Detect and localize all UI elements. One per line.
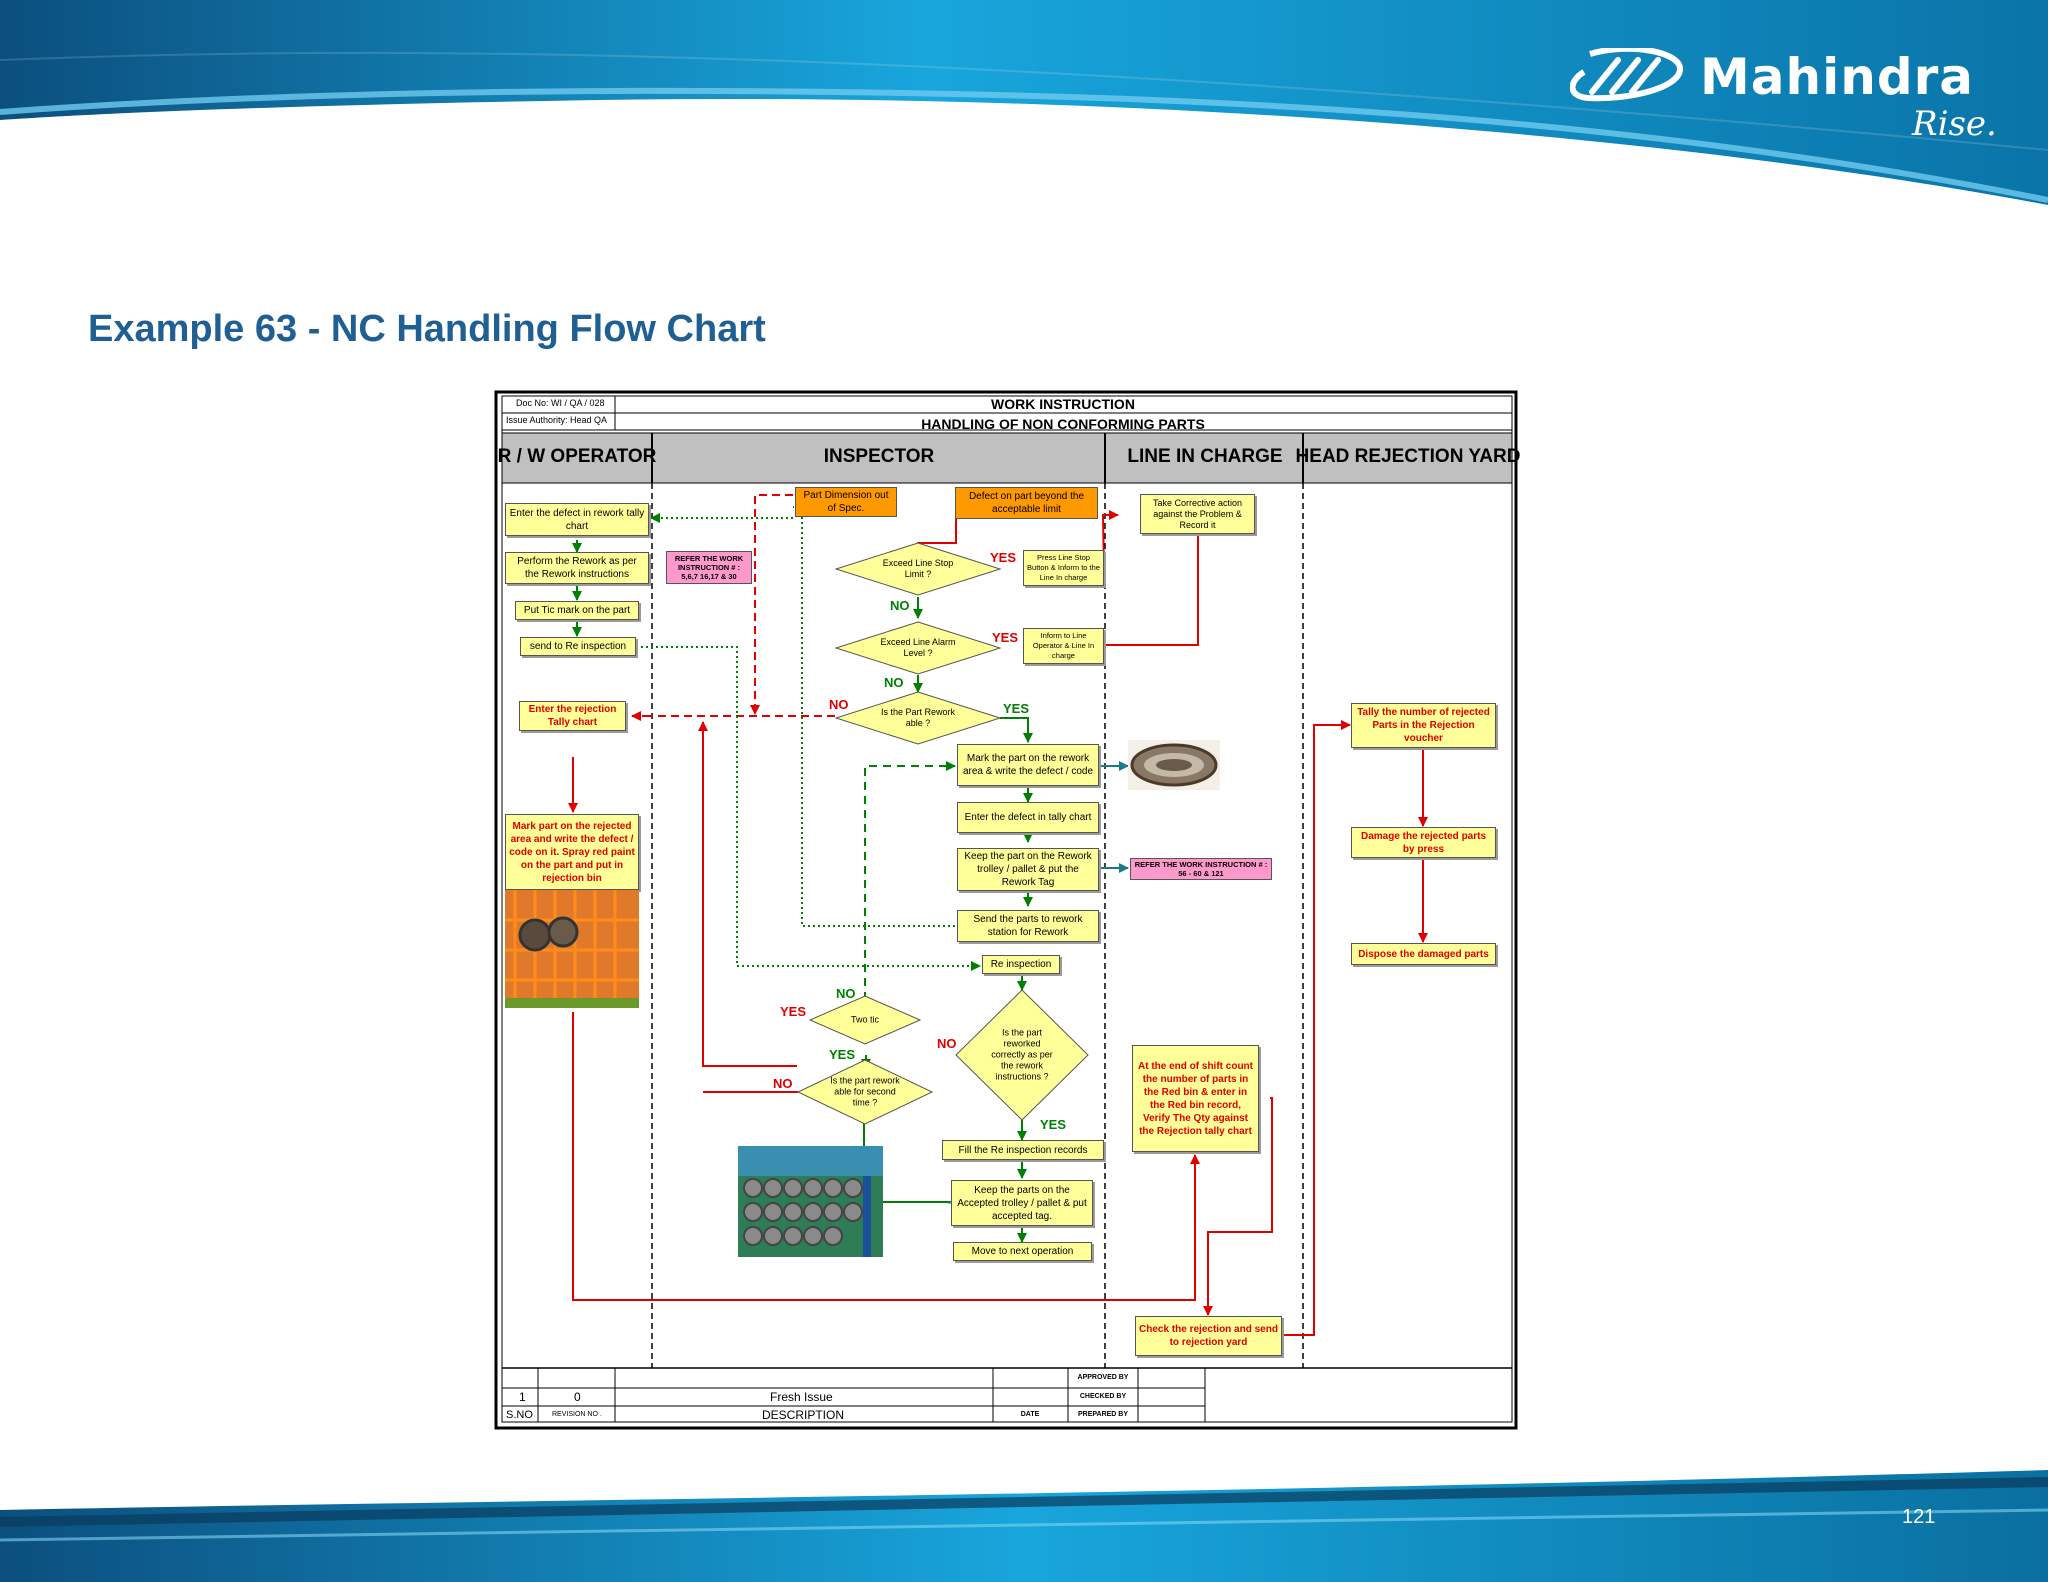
revision-sno: 1 (519, 1390, 526, 1404)
box-mark-rejected: Mark part on the rejected area and write… (505, 814, 639, 890)
lane-line-in-charge: LINE IN CHARGE (1127, 446, 1283, 467)
box-perform-rework: Perform the Rework as per the Rework ins… (505, 552, 649, 584)
label-no-rework-able: NO (829, 697, 849, 712)
accepted-trolley-photo (738, 1146, 883, 1257)
doc-number: Doc No: WI / QA / 028 (516, 398, 605, 408)
lane-head-rejection-yard: HEAD REJECTION YARD (1295, 446, 1521, 467)
header-date: DATE (1020, 1411, 1040, 1418)
label-no-second-time: NO (773, 1076, 793, 1091)
revision-description: Fresh Issue (770, 1390, 833, 1404)
header-revision: REVISION NO . (552, 1411, 602, 1418)
box-dispose: Dispose the damaged parts (1351, 943, 1496, 965)
prepared-by: PREPARED BY (1077, 1411, 1129, 1418)
decision-line-alarm (834, 621, 1002, 675)
box-take-action: Take Corrective action against the Probl… (1140, 494, 1255, 534)
decision-reworked-correctly (955, 989, 1089, 1121)
box-defect-beyond: Defect on part beyond the acceptable lim… (955, 487, 1098, 519)
header-sno: S.NO (506, 1409, 533, 1421)
box-move-next: Move to next operation (953, 1242, 1092, 1261)
page-number: 121 (1902, 1506, 1936, 1528)
checked-by: CHECKED BY (1079, 1393, 1127, 1400)
box-re-inspection: Re inspection (982, 955, 1060, 974)
box-check-rejection: Check the rejection and send to rejectio… (1135, 1316, 1282, 1356)
box-put-tic: Put Tic mark on the part (515, 601, 639, 620)
header-banner (0, 0, 2048, 205)
rejection-bin-photo (505, 890, 639, 1008)
mahindra-logo-icon (1570, 48, 1683, 102)
header-description: DESCRIPTION (762, 1408, 845, 1422)
decision-second-time (796, 1059, 934, 1125)
issue-authority: Issue Authority: Head QA (506, 415, 608, 425)
document-subtitle: HANDLING OF NON CONFORMING PARTS (921, 416, 1205, 432)
lane-inspector: INSPECTOR (823, 446, 935, 467)
reference-box-1: REFER THE WORK INSTRUCTION # : 5,6,7 16,… (666, 551, 752, 584)
decision-line-stop-text: Exceed Line Stop Limit ? (882, 558, 954, 579)
box-fill-records: Fill the Re inspection records (942, 1140, 1104, 1160)
decision-two-tic-text: Two tic (850, 1014, 879, 1025)
lane-rw-operator: R / W OPERATOR (497, 446, 657, 467)
label-yes-line-alarm: YES (992, 630, 1019, 645)
label-no-two-tic: NO (836, 986, 856, 1001)
box-enter-tally: Enter the defect in tally chart (957, 802, 1099, 833)
decision-reworked-correctly-text: Is the part reworked correctly as per th… (991, 1027, 1053, 1082)
box-press-stop: Press Line Stop Button & Inform to the L… (1023, 550, 1104, 586)
label-yes-second-time: YES (829, 1047, 856, 1062)
decision-line-stop (834, 542, 1002, 596)
box-tally-number: Tally the number of rejected Parts in th… (1351, 703, 1496, 748)
label-no-line-alarm: NO (884, 675, 904, 690)
brand-name: Mahindra (1700, 48, 1975, 106)
box-keep-accepted: Keep the parts on the Accepted trolley /… (951, 1180, 1093, 1226)
box-inform-line: Inform to Line Operator & Line In charge (1023, 628, 1104, 664)
footer-banner (0, 1470, 2048, 1582)
label-yes-rework-able: YES (1003, 701, 1030, 716)
box-send-rework-station: Send the parts to rework station for Rew… (957, 910, 1099, 942)
decision-line-alarm-text: Exceed Line Alarm Level ? (880, 637, 956, 658)
label-yes-line-stop: YES (990, 550, 1017, 565)
reference-box-2: REFER THE WORK INSTRUCTION # : 56 - 60 &… (1130, 858, 1272, 880)
box-send-reinspection: send to Re inspection (520, 637, 636, 656)
brand-tagline: Rise. (1912, 104, 1997, 144)
box-end-of-shift: At the end of shift count the number of … (1132, 1045, 1259, 1152)
label-yes-two-tic: YES (780, 1004, 807, 1019)
label-yes-reworked: YES (1040, 1117, 1067, 1132)
box-enter-defect: Enter the defect in rework tally chart (505, 503, 649, 536)
box-damage-parts: Damage the rejected parts by press (1351, 827, 1496, 858)
document-title: WORK INSTRUCTION (991, 396, 1135, 412)
label-no-reworked: NO (937, 1036, 957, 1051)
decision-second-time-text: Is the part rework able for second time … (830, 1075, 900, 1108)
approved-by: APPROVED BY (1077, 1374, 1129, 1381)
decision-two-tic (808, 995, 922, 1045)
box-part-dimension: Part Dimension out of Spec. (795, 487, 897, 517)
decision-rework-able (834, 691, 1002, 745)
rework-part-photo (1128, 740, 1220, 790)
revision-number: 0 (574, 1390, 581, 1404)
box-mark-rework: Mark the part on the rework area & write… (957, 744, 1099, 786)
page-title: Example 63 - NC Handling Flow Chart (88, 308, 766, 350)
label-no-line-stop: NO (890, 598, 910, 613)
decision-rework-able-text: Is the Part Rework able ? (880, 707, 956, 728)
box-enter-rejection: Enter the rejection Tally chart (519, 701, 626, 731)
box-keep-rework: Keep the part on the Rework trolley / pa… (957, 848, 1099, 891)
